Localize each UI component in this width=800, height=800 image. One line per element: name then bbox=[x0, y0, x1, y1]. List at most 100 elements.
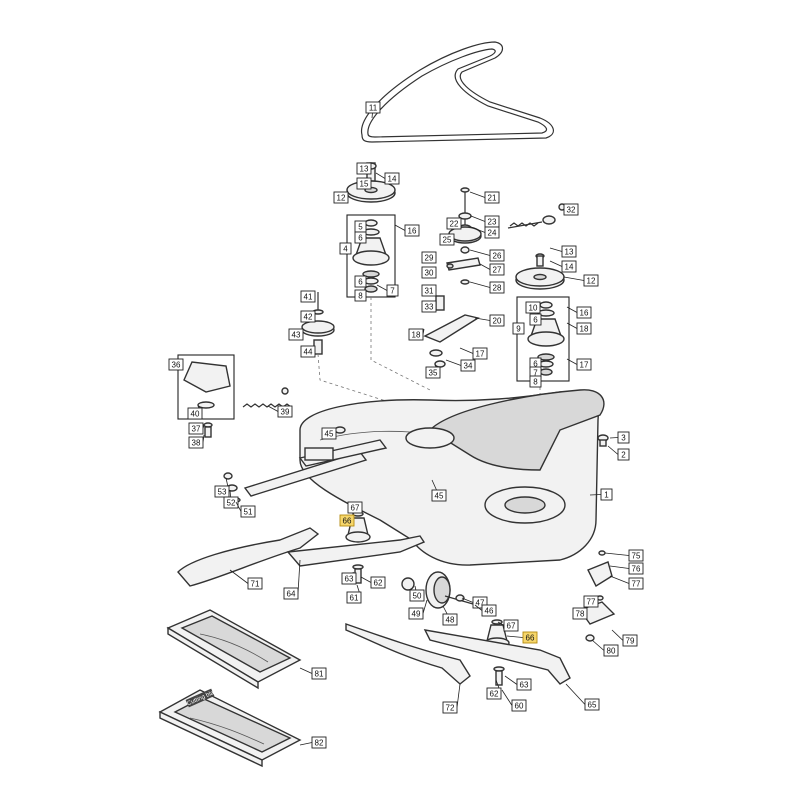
callout-box bbox=[321, 427, 337, 440]
callout-box bbox=[583, 274, 599, 287]
callout-label: 79 bbox=[626, 637, 635, 646]
mower-deck bbox=[299, 389, 605, 566]
callout-label: 82 bbox=[315, 739, 324, 748]
callout-34: 34 bbox=[460, 359, 476, 372]
callout-label: 4 bbox=[343, 245, 348, 254]
callout-45: 45 bbox=[431, 489, 447, 502]
callout-box bbox=[472, 596, 488, 609]
callout-label: 25 bbox=[443, 236, 452, 245]
callout-label: 2 bbox=[621, 451, 626, 460]
callout-box bbox=[442, 613, 458, 626]
drive-belt bbox=[360, 41, 554, 143]
callout-box bbox=[188, 436, 204, 449]
callout-label: 61 bbox=[350, 594, 359, 603]
callout-leader bbox=[469, 281, 491, 288]
callout-label: 41 bbox=[304, 293, 313, 302]
callout-box bbox=[522, 631, 538, 644]
callout-label: 11 bbox=[369, 104, 378, 113]
callout-label: 45 bbox=[325, 430, 334, 439]
callout-label: 13 bbox=[360, 165, 369, 174]
callout-13: 13 bbox=[356, 162, 372, 175]
callout-15: 15 bbox=[356, 177, 372, 190]
callout-label: 81 bbox=[315, 670, 324, 679]
callout-box bbox=[288, 328, 304, 341]
spindle-group-box-right bbox=[516, 296, 570, 382]
callout-leader bbox=[456, 683, 461, 708]
callout-box bbox=[603, 644, 619, 657]
callout-14: 14 bbox=[561, 260, 577, 273]
callout-box bbox=[622, 634, 638, 647]
callout-label: 15 bbox=[360, 180, 369, 189]
callout-leader bbox=[563, 276, 585, 281]
callout-7: 7 bbox=[386, 284, 399, 297]
callout-box bbox=[311, 736, 327, 749]
callout-label: 34 bbox=[464, 362, 473, 371]
callout-box bbox=[516, 678, 532, 691]
callout-23: 23 bbox=[484, 215, 500, 228]
callout-24: 24 bbox=[484, 226, 500, 239]
callout-leader bbox=[422, 599, 428, 614]
callout-label: 33 bbox=[425, 303, 434, 312]
callout-leader bbox=[566, 322, 578, 329]
callout-label: 42 bbox=[304, 313, 313, 322]
callout-49: 49 bbox=[408, 607, 424, 620]
callout-14: 14 bbox=[384, 172, 400, 185]
callout-box bbox=[484, 226, 500, 239]
callout-box bbox=[223, 496, 239, 509]
callout-62: 62 bbox=[486, 687, 502, 700]
callout-18: 18 bbox=[408, 328, 424, 341]
callout-42: 42 bbox=[300, 310, 316, 323]
callout-47: 47 bbox=[472, 596, 488, 609]
callout-66: 66 bbox=[522, 631, 538, 644]
callout-box bbox=[356, 162, 372, 175]
callout-box bbox=[583, 595, 599, 608]
callout-label: 71 bbox=[251, 580, 260, 589]
callout-box bbox=[572, 607, 588, 620]
callout-box bbox=[529, 375, 542, 388]
callout-box bbox=[300, 345, 316, 358]
callout-label: 29 bbox=[425, 254, 434, 263]
callout-label: 63 bbox=[520, 681, 529, 690]
callout-label: 66 bbox=[343, 517, 352, 526]
callout-box bbox=[214, 485, 230, 498]
blade-65 bbox=[423, 629, 571, 685]
callout-1: 1 bbox=[600, 488, 613, 501]
callout-label: 75 bbox=[632, 552, 641, 561]
callout-43: 43 bbox=[288, 328, 304, 341]
callout-label: 62 bbox=[374, 579, 383, 588]
callout-box bbox=[347, 501, 363, 514]
callout-80: 80 bbox=[603, 644, 619, 657]
deck-wheel bbox=[401, 571, 481, 609]
callout-77: 77 bbox=[628, 577, 644, 590]
callout-67: 67 bbox=[503, 619, 519, 632]
callout-box bbox=[188, 422, 204, 435]
callout-label: 49 bbox=[412, 610, 421, 619]
callout-leader bbox=[611, 629, 624, 641]
callout-leader bbox=[549, 260, 563, 267]
callout-box bbox=[446, 217, 462, 230]
callout-box bbox=[529, 313, 542, 326]
callout-label: 76 bbox=[632, 565, 641, 574]
callout-box bbox=[365, 101, 381, 114]
callout-label: 39 bbox=[281, 408, 290, 417]
callout-label: 6 bbox=[533, 316, 538, 325]
callout-box bbox=[617, 448, 630, 461]
callout-box bbox=[486, 687, 502, 700]
callout-label: 14 bbox=[388, 175, 397, 184]
callout-label: 36 bbox=[172, 361, 181, 370]
callout-label: 78 bbox=[576, 610, 585, 619]
callout-leader bbox=[479, 263, 491, 270]
callout-leader bbox=[474, 604, 483, 611]
callout-leader bbox=[565, 683, 586, 705]
callout-leader bbox=[394, 224, 406, 231]
callout-leader bbox=[609, 575, 630, 584]
callout-label: 77 bbox=[632, 580, 641, 589]
callout-box bbox=[277, 405, 293, 418]
callout-label: 13 bbox=[565, 248, 574, 257]
callout-label: 31 bbox=[425, 287, 434, 296]
callout-41: 41 bbox=[300, 290, 316, 303]
callout-box bbox=[300, 310, 316, 323]
callout-box bbox=[339, 242, 352, 255]
callout-label: 53 bbox=[218, 488, 227, 497]
callout-box bbox=[472, 347, 488, 360]
